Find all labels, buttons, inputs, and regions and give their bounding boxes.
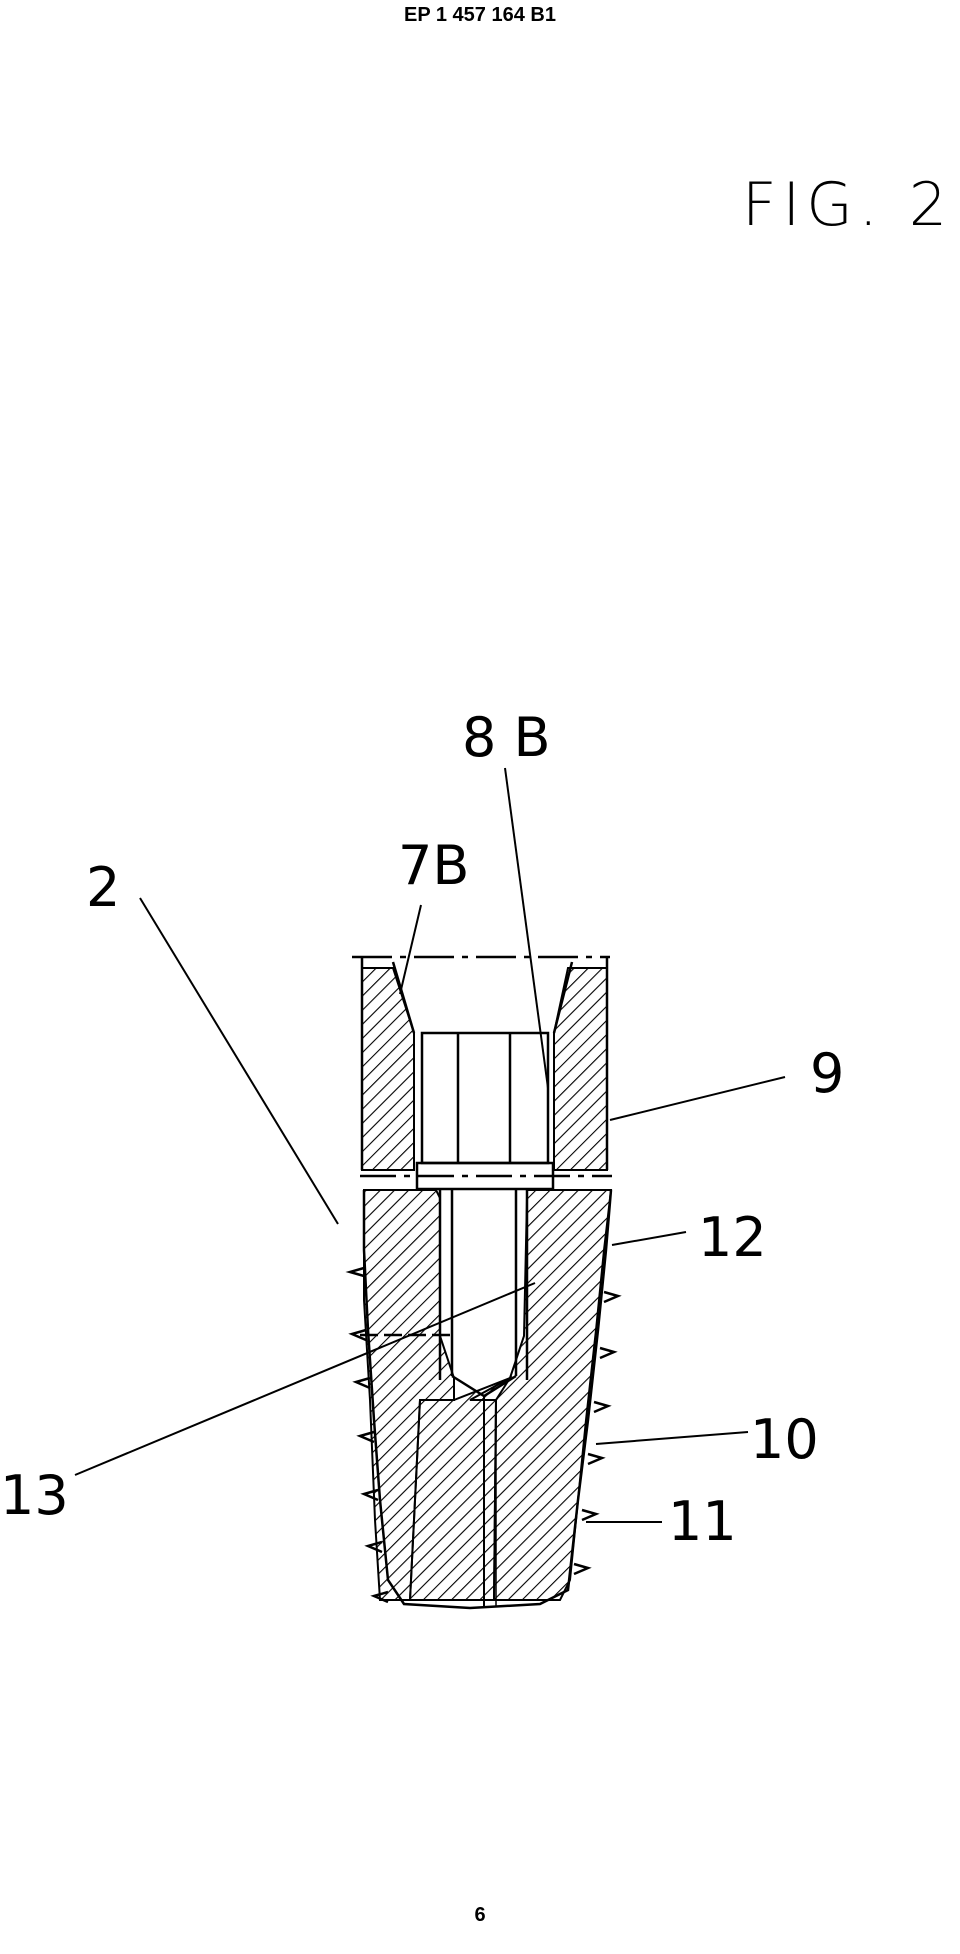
reference-numeral-10: 10	[750, 1408, 819, 1471]
reference-numeral-7b: 7B	[398, 834, 469, 897]
reference-numeral-2: 2	[86, 856, 120, 919]
reference-numeral-13: 13	[0, 1464, 69, 1527]
leader-lines	[74, 767, 786, 1523]
thread-teeth	[345, 1266, 622, 1604]
reference-numeral-8b: 8 B	[462, 706, 551, 769]
upper-body-hatching	[361, 967, 608, 1171]
page-number: 6	[474, 1904, 486, 1926]
reference-numeral-9: 9	[810, 1042, 844, 1105]
implant-outline	[352, 955, 613, 1610]
reference-numeral-11: 11	[668, 1490, 737, 1553]
figure-label: FIG. 2	[742, 170, 954, 240]
reference-numeral-12: 12	[698, 1206, 767, 1269]
patent-number-header: EP 1 457 164 B1	[404, 4, 556, 26]
